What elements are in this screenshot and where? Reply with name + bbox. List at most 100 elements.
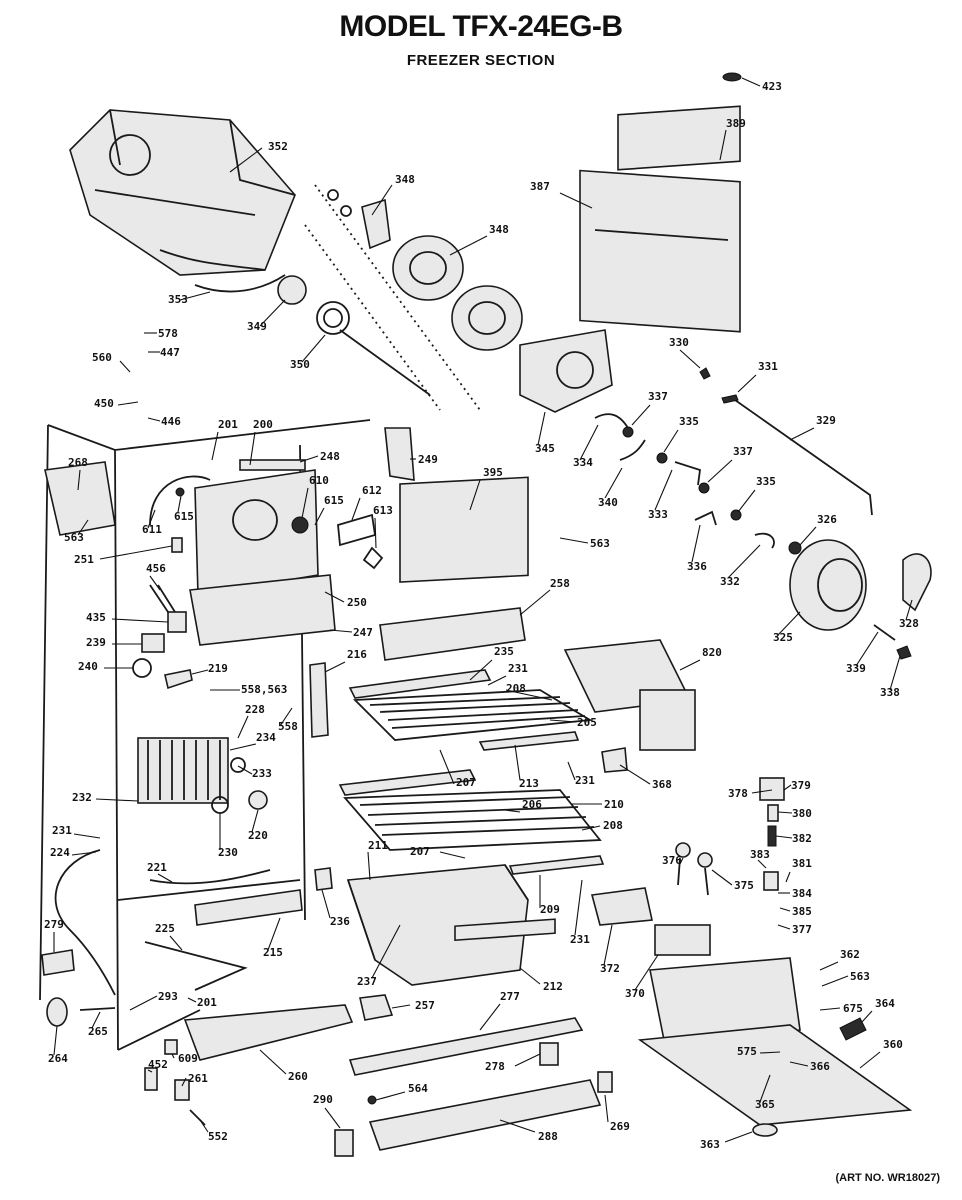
callout-label-364: 364: [875, 997, 895, 1010]
leader-line-231: [73, 833, 101, 839]
evaporator-part: [137, 737, 229, 804]
callout-label-376: 376: [662, 854, 682, 867]
leader-line-380: [777, 811, 793, 814]
leader-line-615: [177, 495, 182, 513]
part-564-shape: [367, 1095, 377, 1105]
part-257-shape: [359, 994, 394, 1021]
callout-label-337: 337: [733, 445, 753, 458]
callout-label-552: 552: [208, 1130, 228, 1143]
leader-line-675: [819, 1007, 841, 1011]
callout-label-381: 381: [792, 857, 812, 870]
leader-line-423: [741, 77, 761, 87]
callout-label-366: 366: [810, 1060, 830, 1073]
part-338-shape: [896, 645, 912, 660]
leader-line-332: [727, 544, 761, 579]
part-435-shape: [167, 611, 187, 633]
leader-line-258: [519, 589, 551, 616]
motor-plate-part: [519, 329, 613, 413]
leader-line-231: [574, 879, 583, 936]
art-number: (ART NO. WR18027): [835, 1172, 940, 1184]
callout-label-335: 335: [679, 415, 699, 428]
leader-line-352: [229, 147, 263, 173]
callout-label-353: 353: [168, 293, 188, 306]
callout-label-233: 233: [252, 767, 272, 780]
part-290-shape: [334, 1129, 354, 1157]
callout-label-447: 447: [160, 346, 180, 359]
callout-label-207: 207: [410, 845, 430, 858]
callout-label-365: 365: [755, 1098, 775, 1111]
callout-label-234: 234: [256, 731, 276, 744]
leader-line-564: [375, 1091, 406, 1101]
part-376-375-shape: [675, 842, 713, 896]
leader-line-233: [237, 765, 253, 775]
callout-label-560: 560: [92, 351, 112, 364]
leader-line-205: [549, 719, 577, 723]
callout-label-325: 325: [773, 631, 793, 644]
callout-label-578: 578: [158, 327, 178, 340]
callout-label-278: 278: [485, 1060, 505, 1073]
part-269-shape: [597, 1071, 613, 1093]
leader-line-377: [777, 924, 791, 930]
leader-line-381: [785, 871, 791, 883]
part-363-shape: [752, 1123, 778, 1137]
ice-bucket-part: [69, 109, 296, 276]
callout-label-209: 209: [540, 903, 560, 916]
leader-line-389: [719, 129, 727, 161]
part-239-shape: [141, 633, 165, 653]
callout-label-387: 387: [530, 180, 550, 193]
callout-label-611: 611: [142, 523, 162, 536]
leader-line-247: [329, 629, 353, 633]
callout-label-216: 216: [347, 648, 367, 661]
part-339-shape: [873, 624, 896, 641]
callout-label-257: 257: [415, 999, 435, 1012]
part-233-shape: [230, 757, 246, 773]
leader-line-375: [711, 869, 733, 886]
callout-label-210: 210: [604, 798, 624, 811]
callout-label-239: 239: [86, 636, 106, 649]
leader-line-228: [237, 715, 249, 739]
part-216-shape: [309, 662, 329, 738]
part-395-shape: [399, 476, 529, 583]
leader-line-265: [91, 1011, 101, 1029]
part-328-shape: [902, 553, 932, 612]
leader-line-200: [249, 431, 256, 466]
leader-line-345: [537, 411, 546, 446]
leader-line-353: [179, 291, 211, 301]
callout-label-264: 264: [48, 1052, 68, 1065]
leader-lines: [53, 77, 913, 1143]
leader-line-456: [149, 575, 161, 591]
leader-line-336: [691, 524, 701, 563]
callout-label-260: 260: [288, 1070, 308, 1083]
callout-label-269: 269: [610, 1120, 630, 1133]
callout-label-231: 231: [575, 774, 595, 787]
leader-line-349: [259, 299, 286, 327]
leader-line-337: [707, 459, 733, 483]
leader-line-329: [789, 427, 815, 441]
part-225-shape: [144, 941, 248, 991]
callout-label-215: 215: [263, 946, 283, 959]
leader-line-248: [299, 455, 319, 463]
part-368-shape: [601, 747, 628, 773]
part-456-shape: [149, 584, 176, 616]
callout-label-378: 378: [728, 787, 748, 800]
callout-label-201: 201: [218, 418, 238, 431]
leader-line-362: [819, 961, 839, 971]
freezer-pan-part: [346, 864, 556, 986]
callout-label-456: 456: [146, 562, 166, 575]
callout-label-615: 615: [324, 494, 344, 507]
part-370-shape: [654, 924, 711, 956]
callout-label-613: 613: [373, 504, 393, 517]
actuator-rod-part: [734, 399, 873, 516]
callout-label-328: 328: [899, 617, 919, 630]
leader-line-363: [724, 1131, 753, 1143]
callout-label-201: 201: [197, 996, 217, 1009]
callout-label-334: 334: [573, 456, 593, 469]
divider-line: [304, 184, 481, 411]
leader-line-450: [117, 401, 139, 406]
leader-line-264: [53, 1025, 58, 1056]
callout-label-221: 221: [147, 861, 167, 874]
callout-label-820: 820: [702, 646, 722, 659]
callout-label-575: 575: [737, 1045, 757, 1058]
callout-label-211: 211: [368, 839, 388, 852]
